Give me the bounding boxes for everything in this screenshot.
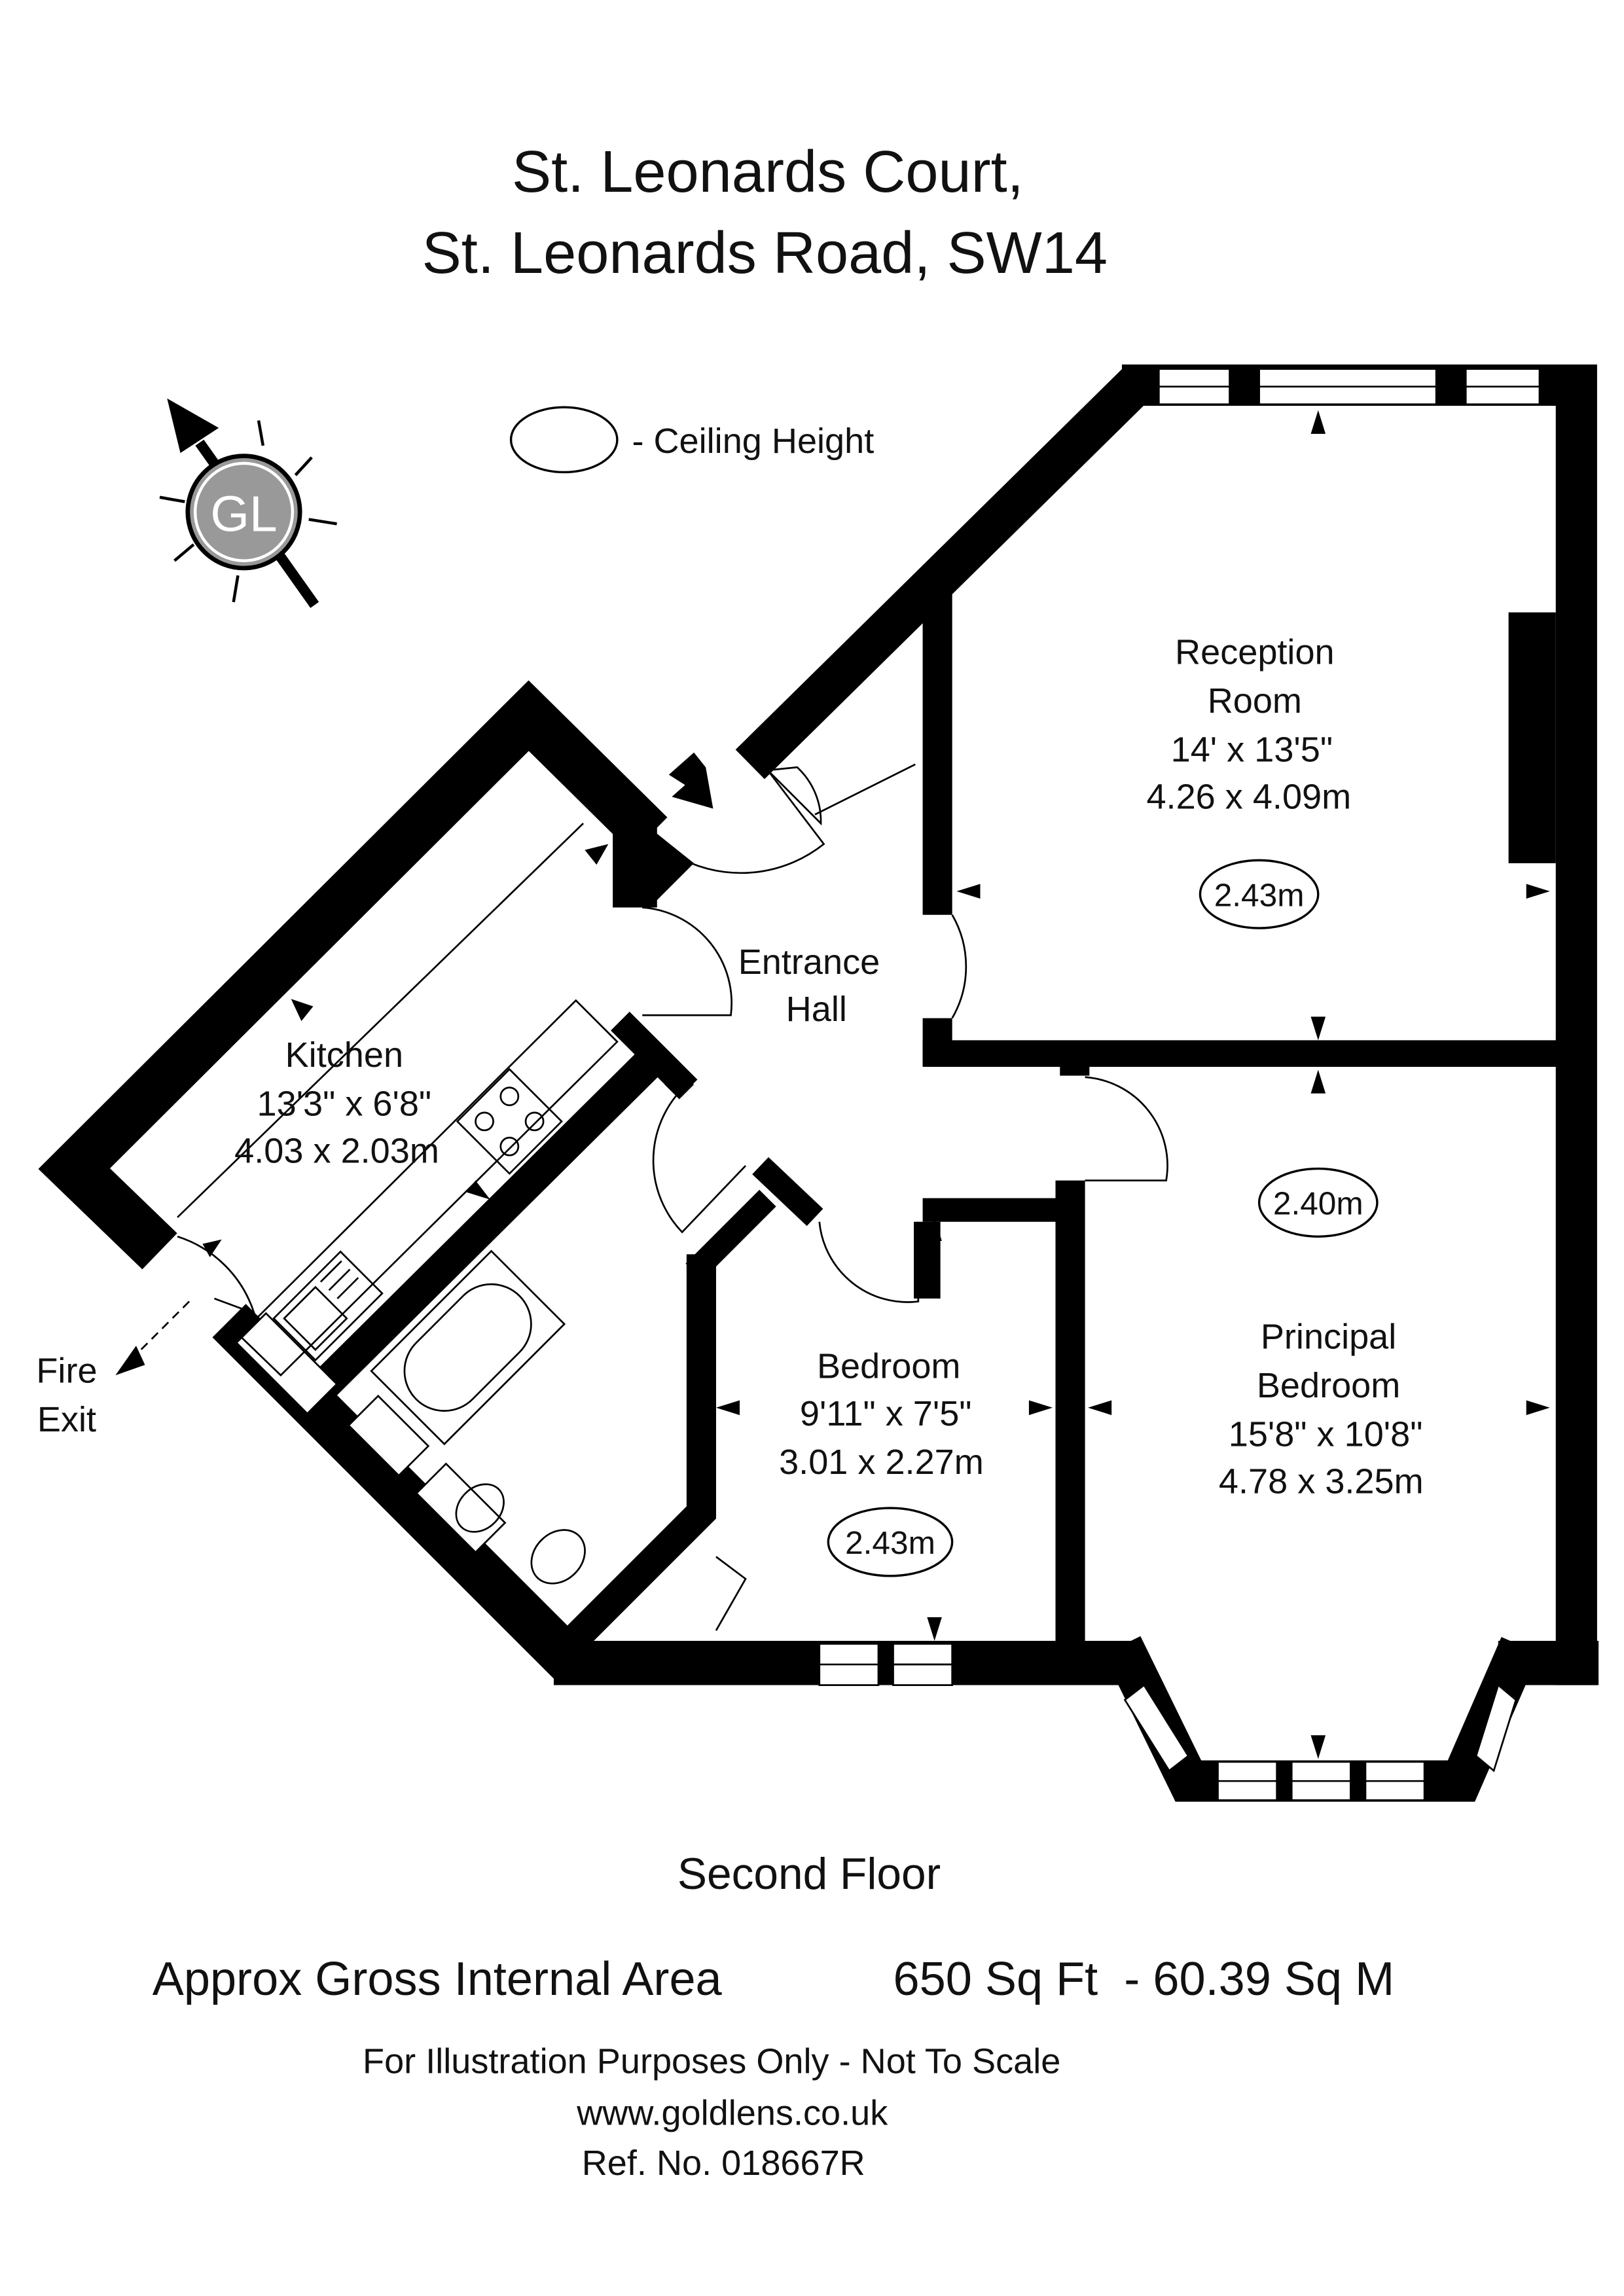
entrance-arrow-icon xyxy=(668,752,713,809)
reception-metric: 4.26 x 4.09m xyxy=(1146,777,1351,816)
title-line-2: St. Leonards Road, SW14 xyxy=(422,220,1108,286)
room-reception: Reception Room 14' x 13'5" 4.26 x 4.09m … xyxy=(1146,633,1351,929)
bedroom-metric: 3.01 x 2.27m xyxy=(779,1443,984,1482)
disclaimer: For Illustration Purposes Only - Not To … xyxy=(363,2042,1060,2081)
hob-icon xyxy=(456,1067,563,1175)
windows xyxy=(235,368,1541,1801)
doors xyxy=(115,763,1168,1631)
compass-logo: GL xyxy=(210,487,277,543)
bath-icon xyxy=(370,1249,566,1446)
principal-imperial: 15'8" x 10'8" xyxy=(1229,1414,1423,1454)
floor-label: Second Floor xyxy=(677,1850,941,1899)
reception-name-1: Reception xyxy=(1175,633,1335,672)
room-bedroom: Bedroom 9'11" x 7'5" 3.01 x 2.27m 2.43m xyxy=(779,1347,984,1577)
dimension-arrows xyxy=(202,410,1550,1759)
compass-icon: GL xyxy=(159,398,337,608)
sink-icon xyxy=(272,1250,384,1362)
bedroom-imperial: 9'11" x 7'5" xyxy=(800,1394,972,1433)
principal-metric: 4.78 x 3.25m xyxy=(1219,1462,1424,1501)
kitchen-name: Kitchen xyxy=(285,1035,403,1075)
fire-exit-label-2: Exit xyxy=(37,1400,96,1439)
reception-ceiling: 2.43m xyxy=(1214,876,1305,913)
toilet-icon xyxy=(530,1529,586,1585)
area-label: Approx Gross Internal Area xyxy=(153,1953,723,2005)
ceiling-height-legend-icon xyxy=(509,406,619,474)
room-principal-bedroom: 2.40m Principal Bedroom 15'8" x 10'8" 4.… xyxy=(1219,1167,1424,1501)
room-entrance-hall: Entrance Hall xyxy=(738,942,880,1029)
bedroom-ceiling: 2.43m xyxy=(845,1524,935,1561)
kitchen-imperial: 13'3" x 6'8" xyxy=(257,1084,432,1123)
website: www.goldlens.co.uk xyxy=(576,2093,888,2132)
basin-icon xyxy=(455,1483,505,1533)
room-kitchen: Kitchen 13'3" x 6'8" 4.03 x 2.03m xyxy=(234,1035,439,1171)
reception-name-2: Room xyxy=(1208,681,1302,721)
entrance-name-2: Hall xyxy=(786,990,847,1029)
reception-imperial: 14' x 13'5" xyxy=(1171,730,1333,769)
kitchen-metric: 4.03 x 2.03m xyxy=(234,1132,439,1171)
bathroom-fittings xyxy=(370,1249,586,1585)
principal-name-2: Bedroom xyxy=(1257,1366,1401,1405)
area-value: 650 Sq Ft - 60.39 Sq M xyxy=(893,1953,1394,2005)
kitchen-fittings xyxy=(177,823,619,1377)
entrance-name-1: Entrance xyxy=(738,942,880,982)
principal-ceiling: 2.40m xyxy=(1273,1185,1363,1221)
principal-name-1: Principal xyxy=(1261,1318,1396,1357)
bedroom-name: Bedroom xyxy=(817,1347,961,1386)
reference-number: Ref. No. 018667R xyxy=(582,2144,865,2183)
legend-label: - Ceiling Height xyxy=(632,422,874,461)
fire-exit-label-1: Fire xyxy=(36,1351,97,1390)
title-line-1: St. Leonards Court, xyxy=(512,139,1024,205)
